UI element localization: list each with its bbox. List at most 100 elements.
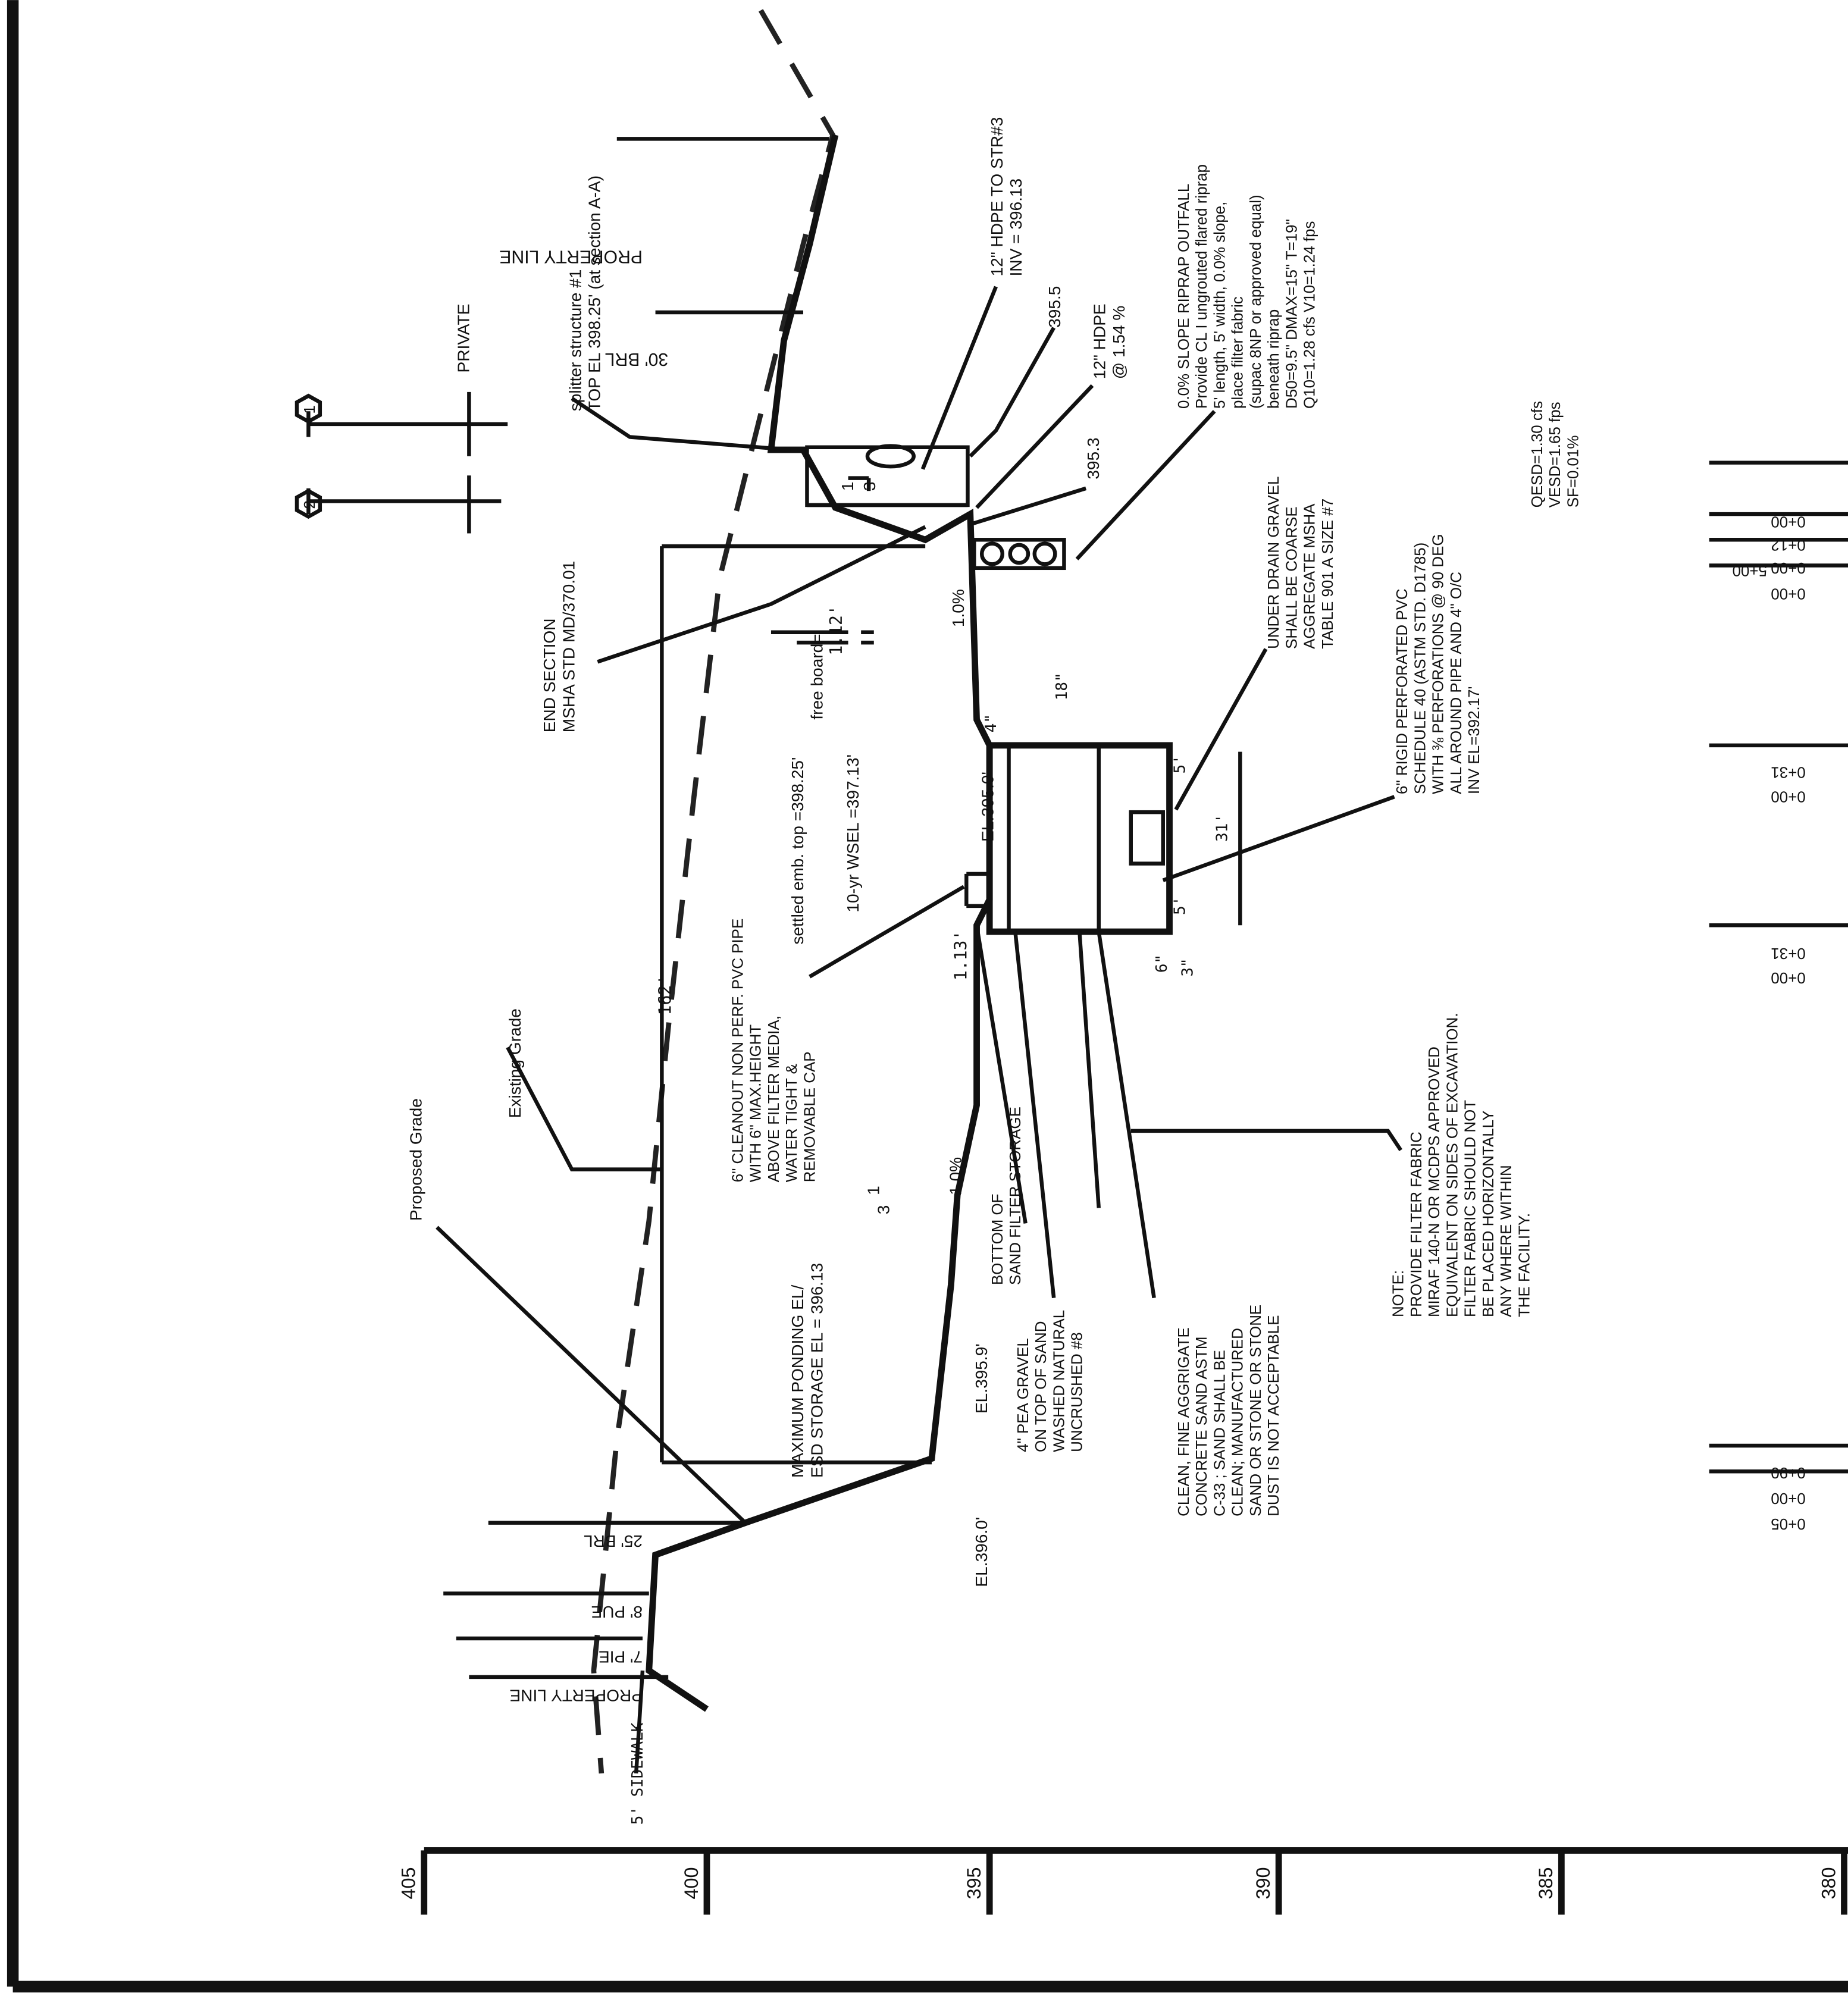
note-line: ANY WHERE WITHIN: [1498, 1165, 1515, 1317]
station-label: 0+00: [1771, 585, 1805, 601]
property-line-bottom-label: PROPERTY LINE: [509, 1686, 643, 1704]
pue-8-label: 8' PUE: [591, 1603, 643, 1621]
note-line: MIRAF 140-N OR MCDPS APPROVED: [1426, 1046, 1443, 1317]
existing-grade-line: [591, 9, 836, 1774]
cleanout-line: ABOVE FILTER MEDIA,: [766, 1016, 782, 1182]
perforated-pvc-line: 6" RIGID PERFORATED PVC: [1394, 588, 1411, 794]
riprap-line: Provide CL I ungrouted flared riprap: [1194, 164, 1210, 409]
dim-4-label: 4": [982, 714, 1000, 732]
note-line: BE PLACED HORIZONTALLY: [1480, 1111, 1497, 1317]
section-marker-2: 2: [295, 488, 322, 519]
note-line: FILTER FABRIC SHOULD NOT: [1462, 1100, 1479, 1317]
slope-ratio-1: 1: [838, 482, 857, 491]
el-3959-label: EL.395.9': [972, 1343, 991, 1414]
station-label: 0+90: [1771, 1464, 1805, 1481]
station-label: 0+31: [1771, 945, 1805, 961]
leader-lines: [306, 137, 1403, 1774]
slope-1pct-lower: 1.0%: [947, 1157, 965, 1195]
existing-grade-label: Existing Grade: [506, 1008, 524, 1118]
note-line: NOTE:: [1390, 1270, 1407, 1317]
elev-label-385: 385: [1535, 1867, 1556, 1899]
perforated-pvc-line: WITH ⅜ PERFORATIONS @ 90 DEG: [1430, 534, 1447, 794]
station-label: 0+00: [1771, 788, 1805, 805]
elev-label-395: 395: [963, 1867, 985, 1899]
sidewalk-label: 5' SIDEWALK: [629, 1722, 647, 1825]
el-3955-label: 395.5: [1045, 286, 1064, 328]
splitter-label-2: TOP EL 398.25' (at section A-A): [585, 176, 604, 411]
clean-fine-line: CLEAN; MANUFACTURED: [1230, 1328, 1246, 1516]
slope-ratio-3b: 3: [875, 1205, 893, 1215]
underdrain-line: SHALL BE COARSE: [1283, 506, 1300, 648]
note-line: PROVIDE FILTER FABRIC: [1408, 1132, 1425, 1317]
pea-gravel-line: ON TOP OF SAND: [1033, 1321, 1050, 1452]
riprap-line: D50=9.5" DMAX=15" T=19": [1283, 219, 1300, 409]
station-marks: 0+00 0+12 0+00 5+00 0+00 0+31 0+00 0+31 …: [1709, 460, 1848, 1532]
slope-1pct-upper: 1.0%: [949, 589, 967, 627]
riprap-line: Q10=1.28 cfs V10=1.24 fps: [1302, 221, 1318, 409]
clean-fine-line: SAND OR STONE OR STONE: [1248, 1305, 1264, 1516]
elev-label-380: 380: [1818, 1867, 1839, 1899]
q-esd-line: QESD=1.30 cfs: [1529, 401, 1546, 507]
slope-ratio-1b: 1: [864, 1186, 882, 1195]
q-esd-line: SF=0.01%: [1565, 435, 1581, 508]
brl-25-label: 25' BRL: [584, 1532, 643, 1550]
elev-label-390: 390: [1252, 1867, 1274, 1899]
cleanout-line: WITH 6" MAX.HEIGHT: [748, 1024, 765, 1183]
dim-18-label: 18": [1053, 672, 1071, 700]
elevation-scale: 405 400 395 390 385 380: [398, 1847, 1848, 1915]
riprap-outfall: [972, 538, 1066, 571]
station-label: 5+00: [1733, 562, 1767, 578]
elev-label-405: 405: [398, 1867, 419, 1899]
el-3960-label: EL.396.0': [972, 1517, 991, 1587]
bottom-sand-line: BOTTOM OF: [989, 1194, 1006, 1286]
clean-fine-line: C-33 ; SAND SHALL BE: [1211, 1350, 1228, 1516]
perforated-pvc-line: ALL AROUND PIPE AND 4" O/C: [1448, 572, 1465, 794]
marker-1-text: 1: [302, 405, 318, 413]
pea-gravel-line: WASHED NATURAL: [1051, 1310, 1067, 1452]
callouts: PROPERTY LINE 30' BRL PRIVATE splitter s…: [406, 117, 1581, 1825]
riprap-line: 5' length, 5' width, 0.0% slope,: [1211, 202, 1228, 409]
max-ponding-line: MAXIMUM PONDING EL/: [788, 1285, 807, 1478]
bottom-sand-line: SAND FILTER STORAGE: [1007, 1107, 1024, 1285]
max-ponding-line: ESD STORAGE EL = 396.13: [807, 1263, 826, 1478]
end-section-line: END SECTION: [540, 618, 559, 732]
slope-ratio-3: 3: [860, 482, 879, 491]
cleanout-line: WATER TIGHT &: [784, 1064, 800, 1182]
cleanout-line: REMOVABLE CAP: [801, 1051, 818, 1182]
private-label: PRIVATE: [454, 304, 472, 373]
note-line: THE FACILITY.: [1516, 1213, 1533, 1317]
riprap-line: 0.0% SLOPE RIPRAP OUTFALL: [1176, 184, 1192, 409]
hdpe-slope-label-2: @ 1.54 %: [1110, 306, 1128, 380]
station-label: 0+05: [1771, 1515, 1805, 1532]
splitter-label-1: splitter structure #1: [566, 269, 584, 412]
station-label: 0+12: [1771, 536, 1805, 553]
underdrain-line: TABLE 901 A SIZE #7: [1320, 499, 1336, 649]
hdpe-slope-label-1: 12" HDPE: [1091, 303, 1109, 379]
dim-5a-label: 5': [1171, 755, 1189, 773]
station-label: 0+00: [1771, 559, 1805, 576]
wsel-label: 10-yr WSEL =397.13': [844, 754, 862, 913]
free-board-value: 1.12': [826, 605, 846, 655]
hdpe-str3-label-1: 12" HDPE TO STR#3: [988, 117, 1006, 277]
hdpe-str3-label-2: INV = 396.13: [1007, 178, 1025, 277]
settled-emb-label: settled emb. top =398.25': [788, 757, 807, 945]
pea-gravel-line: 4" PEA GRAVEL: [1015, 1338, 1032, 1452]
cleanout-line: 6" CLEANOUT NON PERF. PVC PIPE: [729, 919, 746, 1182]
el-3953-label: 395.3: [1084, 438, 1102, 480]
perforated-pvc-line: SCHEDULE 40 (ASTM STD. D1785): [1412, 543, 1429, 794]
elev-label-400: 400: [681, 1867, 702, 1899]
riprap-line: (supac 8NP or approved equal): [1248, 195, 1264, 409]
dim-5b-label: 5': [1171, 897, 1189, 915]
station-label: 0+00: [1771, 969, 1805, 986]
dim-31-label: 31': [1214, 814, 1232, 842]
free-board-label: free board=: [807, 634, 826, 719]
marker-2-text: 2: [302, 500, 318, 509]
clean-fine-line: DUST IS NOT ACCEPTABLE: [1266, 1315, 1282, 1516]
proposed-grade-label: Proposed Grade: [406, 1098, 425, 1221]
clean-fine-line: CONCRETE SAND ASTM: [1194, 1337, 1210, 1516]
pie-7-label: 7' PIE: [599, 1648, 643, 1666]
underdrain-line: UNDER DRAIN GRAVEL: [1266, 477, 1282, 649]
underdrain-line: AGGREGATE MSHA: [1302, 503, 1318, 649]
section-marker-1: 1: [295, 393, 322, 424]
